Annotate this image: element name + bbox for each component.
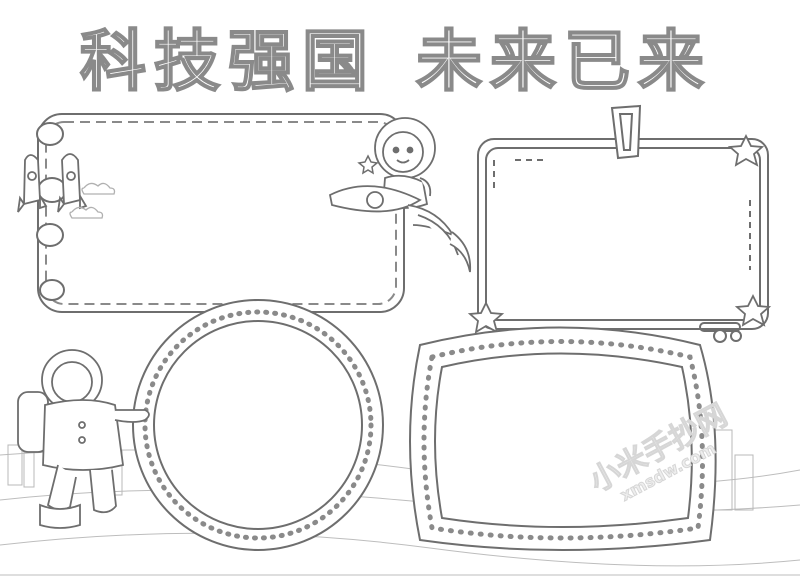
poster-title: 科技强国未来已来 bbox=[79, 22, 740, 102]
bottom-right-frame bbox=[409, 326, 717, 551]
title-left: 科技强国 bbox=[79, 22, 376, 101]
paper-clip-icon bbox=[610, 104, 642, 160]
rocket-icon bbox=[17, 153, 88, 213]
astronaut-icon bbox=[328, 117, 472, 273]
top-left-frame bbox=[36, 113, 405, 313]
star-icon bbox=[467, 133, 772, 334]
circle-frame bbox=[132, 299, 384, 551]
star-icon bbox=[357, 154, 379, 175]
cloud-icon bbox=[69, 182, 116, 219]
astronaut-icon bbox=[17, 349, 150, 529]
top-right-frame bbox=[477, 138, 769, 343]
title-right: 未来已来 bbox=[415, 22, 712, 101]
